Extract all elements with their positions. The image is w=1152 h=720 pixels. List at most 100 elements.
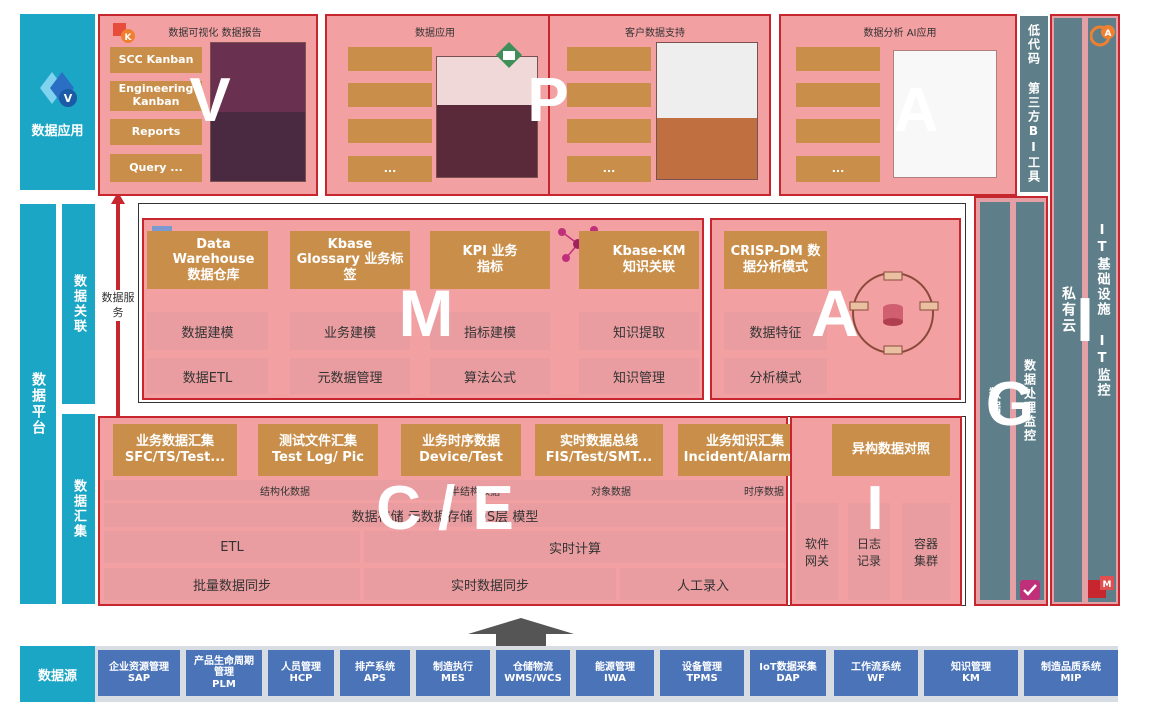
m-header-data-warehouse[interactable]: Data Warehouse数据仓库: [147, 231, 268, 289]
source-name: 知识管理: [951, 661, 991, 673]
up-arrow-icon: [466, 616, 576, 648]
source-name: 能源管理: [595, 661, 635, 673]
middle-outer-frame: [138, 203, 966, 403]
data-platform-label: 数据平台: [20, 204, 56, 604]
a-cell-analysis-mode: 分析模式: [724, 358, 827, 394]
governance-col-2: 数据处理监控: [1016, 202, 1044, 600]
big-letter-g: G: [985, 370, 1035, 439]
i-header-heterogeneous[interactable]: 异构数据对照: [832, 424, 950, 476]
m-cell-knowledge-mgmt: 知识管理: [579, 358, 699, 394]
big-letter-a-top: A: [893, 76, 939, 145]
app-item-2[interactable]: [348, 83, 432, 107]
type-structured: 结构化数据: [260, 487, 310, 498]
viz-item-query[interactable]: Query ...: [110, 154, 202, 182]
type-object: 对象数据: [591, 487, 631, 498]
private-cloud-label: 私有云: [1054, 18, 1082, 602]
m-header-kbase-glossary[interactable]: Kbase Glossary 业务标签: [290, 231, 410, 289]
source-code: HCP: [289, 673, 313, 684]
m-cell-data-etl: 数据ETL: [147, 358, 268, 394]
app-dashboard-thumbnail: [436, 56, 538, 178]
m-cell-business-modeling: 业务建模: [290, 312, 410, 350]
app-item-4[interactable]: ...: [348, 156, 432, 182]
ai-title: 数据分析 AI应用: [863, 28, 937, 39]
collect-header-business[interactable]: 业务数据汇集 SFC/TS/Test...: [113, 424, 237, 476]
source-code: APS: [363, 673, 387, 684]
ai-item-3[interactable]: [796, 119, 880, 143]
crisp-dm-cycle-icon: [842, 262, 944, 364]
source-code: DAP: [776, 673, 800, 684]
m-cell-metric-modeling: 指标建模: [430, 312, 550, 350]
svg-text:K: K: [125, 33, 133, 43]
kanban-logo-icon: K: [112, 20, 136, 44]
big-letter-i-right: I: [1076, 286, 1094, 355]
collect-header-realtime-bus[interactable]: 实时数据总线 FIS/Test/SMT...: [535, 424, 663, 476]
cust-item-4[interactable]: ...: [567, 156, 651, 182]
ai-item-1[interactable]: [796, 47, 880, 71]
collect-header-knowledge[interactable]: 业务知识汇集 Incident/Alarm...: [678, 424, 812, 476]
source-code: IWA: [603, 673, 627, 684]
etl-cell: ETL: [104, 531, 360, 563]
m-header-kbase-km[interactable]: Kbase-KM 知识关联: [579, 231, 699, 289]
data-app-label: 数据应用: [31, 123, 84, 139]
data-app-label-box: V 数据应用: [20, 14, 95, 190]
cust-item-3[interactable]: [567, 119, 651, 143]
app-cust-divider: [548, 16, 550, 194]
storage-row: 数据存储 元数据存储 DS层 模型: [104, 503, 786, 527]
governance-tool-icon: [1018, 578, 1042, 602]
cust-title: 客户数据支持: [625, 28, 685, 39]
source-name: IoT数据采集: [759, 661, 817, 673]
sources-label: 数据源: [20, 646, 95, 702]
app-envelope-icon: [494, 40, 524, 70]
m-header-kpi[interactable]: KPI 业务指标: [430, 231, 550, 289]
source-code: TPMS: [686, 673, 718, 684]
viz-item-reports[interactable]: Reports: [110, 119, 202, 145]
big-letter-m: M: [398, 276, 454, 350]
viz-item-scc-kanban[interactable]: SCC Kanban: [110, 47, 202, 73]
viz-title: 数据可视化 数据报告: [168, 28, 262, 39]
governance-col-1: 数据: [980, 202, 1010, 600]
i-cell-container: 容器集群: [902, 503, 950, 600]
ai-dashboard-thumbnail: [893, 50, 997, 178]
source-name: 排产系统: [355, 661, 395, 673]
cust-dashboard-thumbnail: [656, 42, 758, 180]
cust-item-2[interactable]: [567, 83, 651, 107]
viz-item-engineering-kanban[interactable]: Engineering Kanban: [110, 81, 202, 111]
source-name: 人员管理: [281, 661, 321, 673]
a-header-crisp-dm[interactable]: CRISP-DM 数据分析模式: [724, 231, 827, 289]
data-service-label: 数据服务: [100, 290, 136, 321]
collect-header-testfile[interactable]: 测试文件汇集 Test Log/ Pic: [258, 424, 378, 476]
batch-sync-cell: 批量数据同步: [104, 568, 360, 600]
i-cell-gateway: 软件网关: [796, 503, 838, 600]
source-code: PLM: [212, 678, 236, 690]
monitor-m-icon: M: [1086, 574, 1116, 602]
source-code: MIP: [1060, 673, 1082, 684]
source-name: 企业资源管理: [109, 661, 169, 673]
viz-dashboard-thumbnail: [210, 42, 306, 182]
power-apps-icon: V: [36, 66, 80, 110]
manual-entry-cell: 人工录入: [620, 568, 786, 600]
source-name: 制造执行: [433, 661, 473, 673]
collect-header-timeseries[interactable]: 业务时序数据 Device/Test: [401, 424, 521, 476]
m-cell-metadata-mgmt: 元数据管理: [290, 358, 410, 394]
m-cell-algorithm: 算法公式: [430, 358, 550, 394]
ai-item-4[interactable]: ...: [796, 156, 880, 182]
app-item-1[interactable]: [348, 47, 432, 71]
source-name: 仓储物流: [513, 661, 553, 673]
cust-item-1[interactable]: [567, 47, 651, 71]
realtime-sync-cell: 实时数据同步: [364, 568, 616, 600]
app-item-3[interactable]: [348, 119, 432, 143]
ai-item-2[interactable]: [796, 83, 880, 107]
